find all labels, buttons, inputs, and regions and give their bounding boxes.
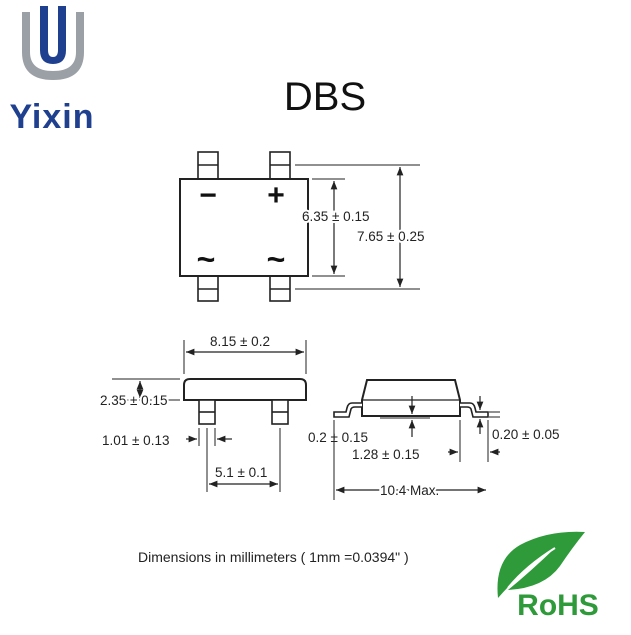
top-view-body xyxy=(179,178,309,277)
dim-overall-label: 7.65 ± 0.25 xyxy=(357,229,424,244)
dim-pitch-label: 5.1 ± 0.1 xyxy=(215,465,267,480)
side-view xyxy=(333,379,500,500)
pin-ac-right-label: ~ xyxy=(267,241,286,277)
dimensions-note: Dimensions in millimeters ( 1mm =0.0394"… xyxy=(138,549,409,565)
rohs-wordmark: RoHS xyxy=(517,589,599,622)
pin-minus-label: − xyxy=(199,179,217,212)
logo-u-gray xyxy=(22,12,84,80)
side-lead-right xyxy=(460,402,489,418)
yixin-logo: Yixin xyxy=(10,6,95,136)
logo-wordmark: Yixin xyxy=(10,98,95,136)
front-view xyxy=(112,340,307,492)
dim-lead-label: 1.01 ± 0.13 xyxy=(102,433,169,448)
dim-lead-thickness-label: 0.20 ± 0.05 xyxy=(492,427,559,442)
rohs-logo: RoHS xyxy=(497,531,599,622)
leaf-icon xyxy=(497,531,585,598)
dim-standoff-label: 0.2 ± 0.15 xyxy=(308,430,368,445)
front-view-body xyxy=(183,378,307,401)
leaf-highlight xyxy=(507,547,556,589)
side-lead-left xyxy=(333,402,362,418)
dim-span-label: 10.4 Max. xyxy=(380,483,439,498)
logo-u-blue xyxy=(40,6,66,64)
pin-ac-left-label: ~ xyxy=(197,241,216,277)
side-view-body xyxy=(361,379,461,417)
dim-body-label: 6.35 ± 0.15 xyxy=(302,209,369,224)
top-view xyxy=(179,151,420,302)
package-title: DBS xyxy=(284,75,366,119)
dim-height-label: 2.35 ± 0.15 xyxy=(100,393,167,408)
dim-foot-label: 1.28 ± 0.15 xyxy=(352,447,419,462)
dim-width-label: 8.15 ± 0.2 xyxy=(210,334,270,349)
pin-plus-label: + xyxy=(267,179,285,212)
